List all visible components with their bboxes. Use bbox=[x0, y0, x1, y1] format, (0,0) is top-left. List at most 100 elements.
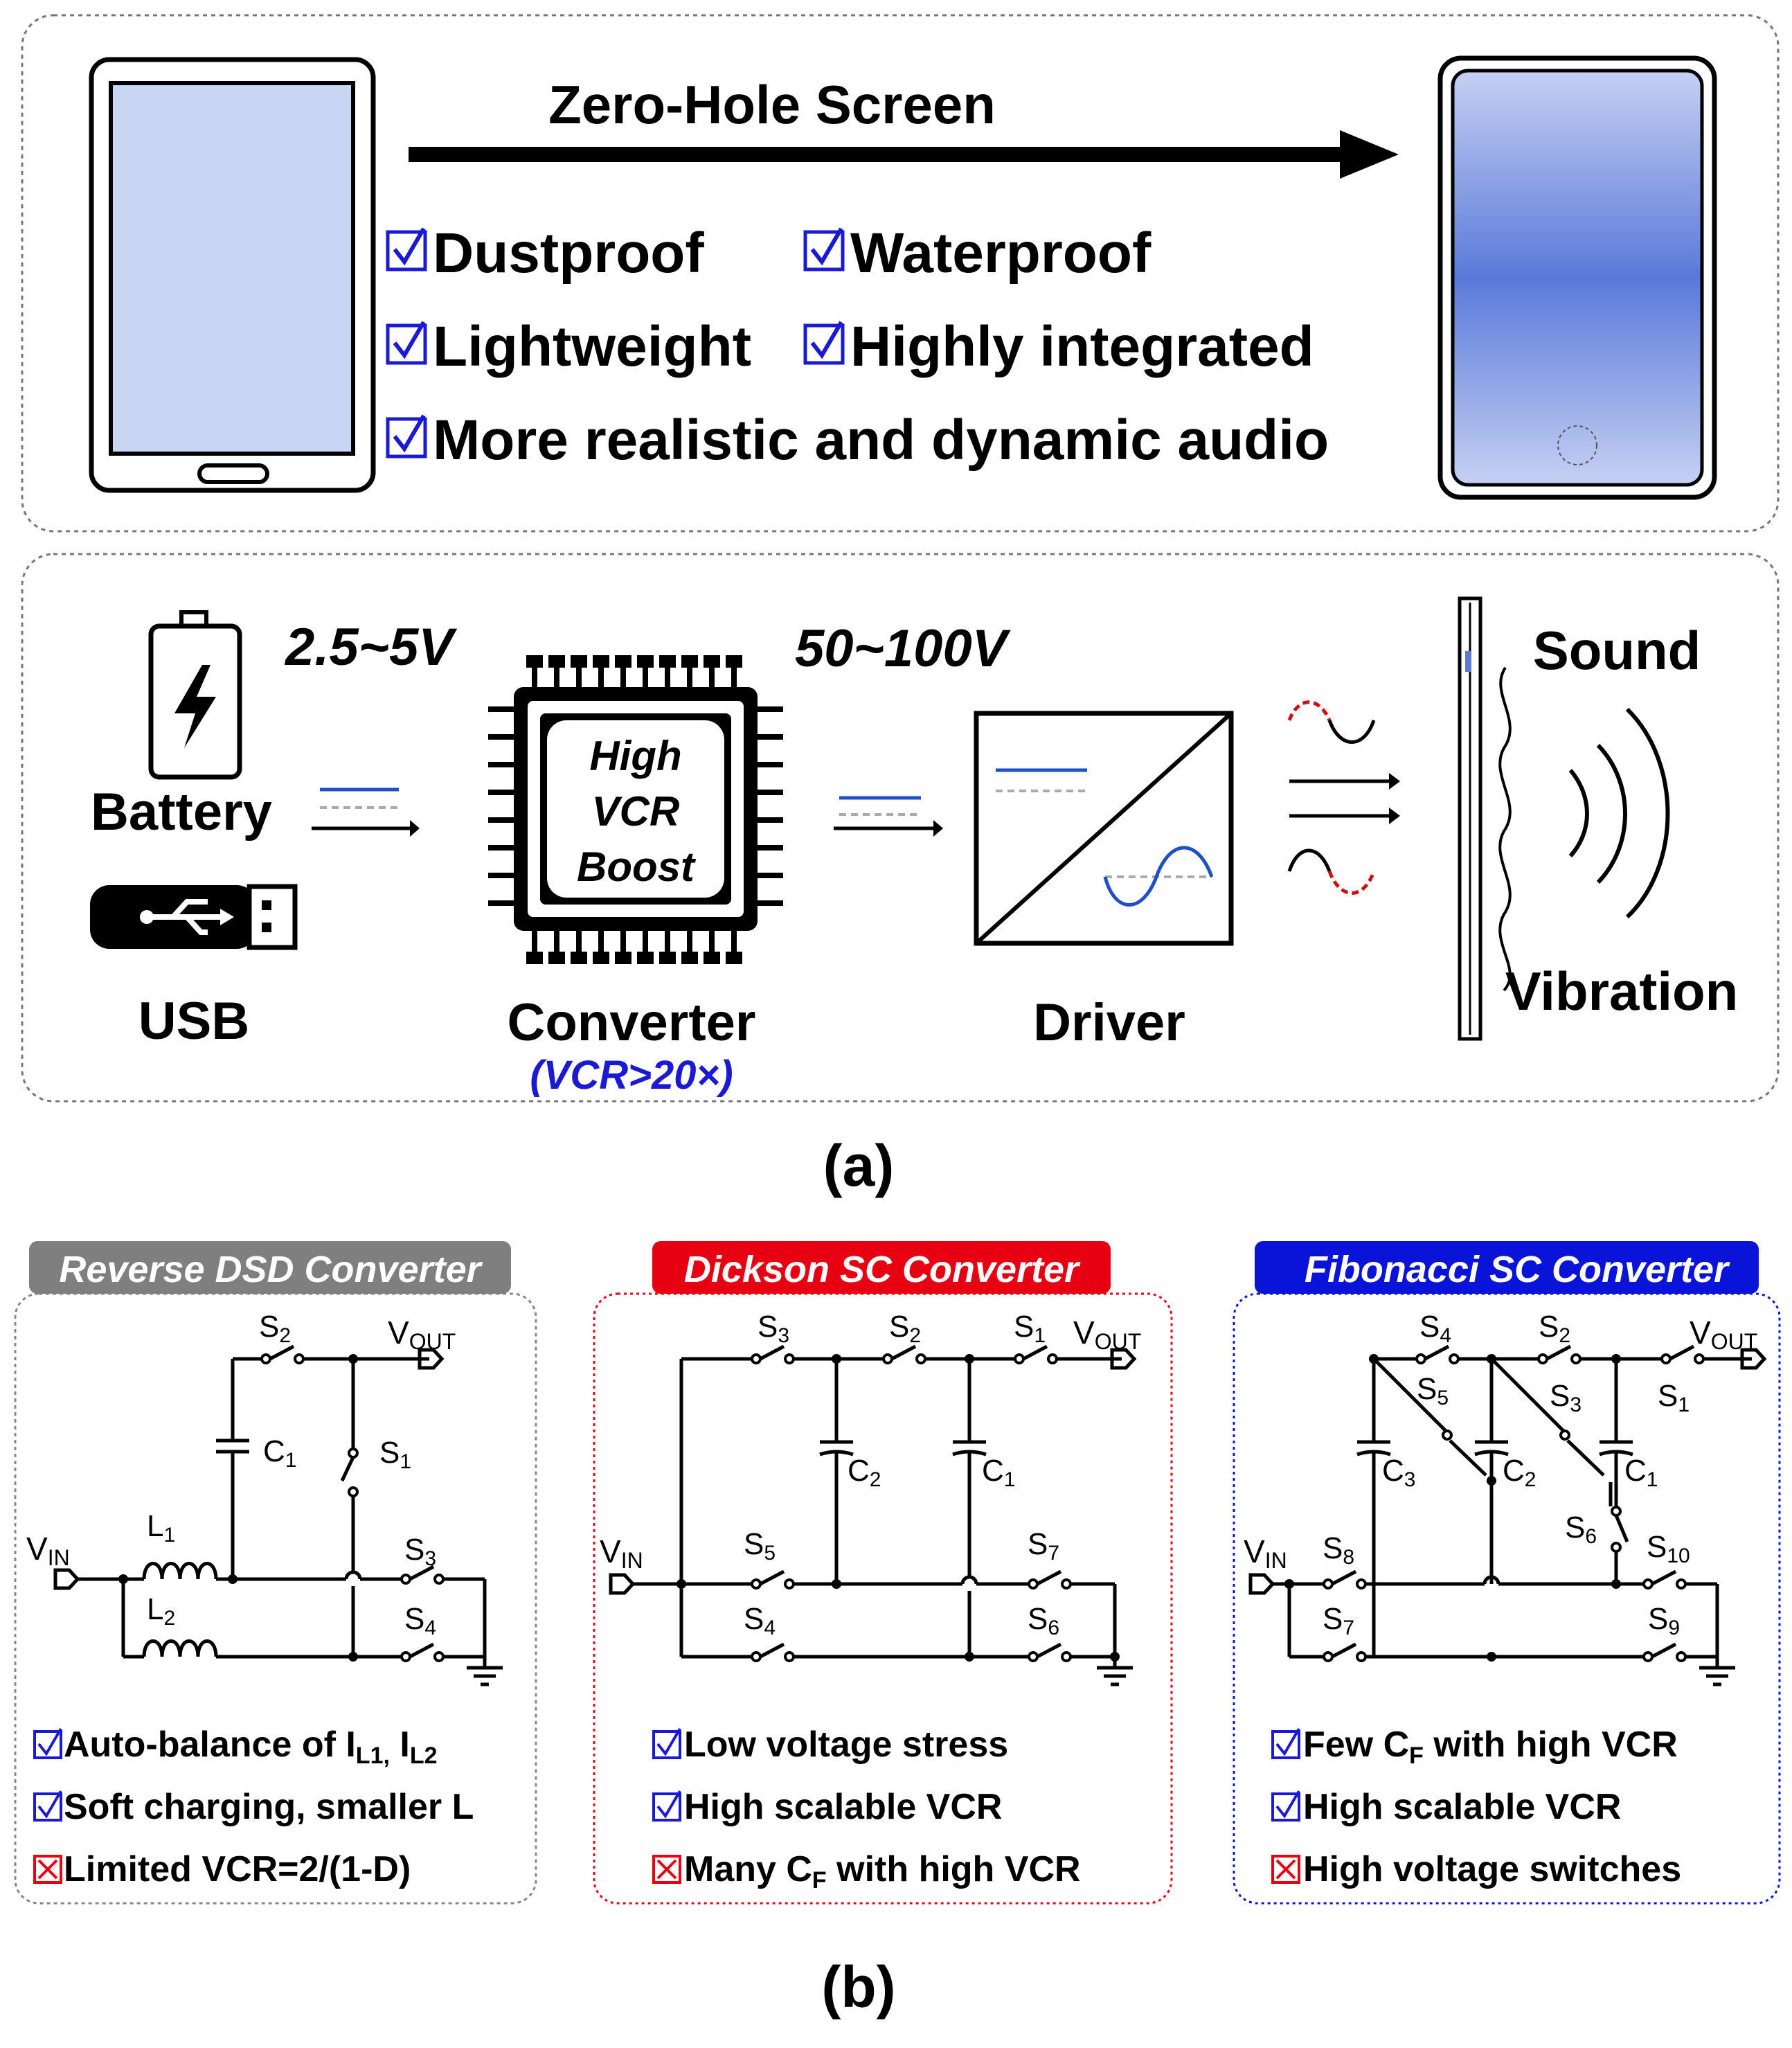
vin-label: VIN bbox=[600, 1533, 643, 1573]
vibration-label: Vibration bbox=[1505, 961, 1739, 1022]
component-label: C1 bbox=[1624, 1454, 1658, 1491]
component-label: S3 bbox=[758, 1310, 789, 1347]
vout-label: VOUT bbox=[388, 1315, 456, 1354]
fibonacci-panel: Fibonacci SC Converter bbox=[1233, 1241, 1781, 1905]
usb-icon bbox=[90, 884, 298, 950]
chip-line: Boost bbox=[577, 844, 697, 890]
benefit-text: Dustproof bbox=[433, 222, 704, 285]
converter-title: Fibonacci SC Converter bbox=[1305, 1249, 1730, 1290]
benefit-lightweight: Lightweight bbox=[386, 315, 751, 378]
benefit-highly-integrated: Highly integrated bbox=[803, 315, 1314, 378]
svg-text:High voltage switches: High voltage switches bbox=[1303, 1849, 1681, 1889]
svg-text:Few CF with high VCR: Few CF with high VCR bbox=[1303, 1725, 1678, 1769]
component-label: S9 bbox=[1648, 1602, 1680, 1639]
benefit-text: More realistic and dynamic audio bbox=[433, 409, 1329, 472]
feature-item: High scalable VCR bbox=[652, 1787, 1002, 1827]
component-label: S3 bbox=[404, 1533, 436, 1570]
dickson-panel: Dickson SC Converter bbox=[593, 1241, 1173, 1905]
driver-label: Driver bbox=[1033, 993, 1185, 1052]
component-label: S4 bbox=[404, 1602, 436, 1639]
title-badge bbox=[29, 1241, 511, 1294]
component-label: L2 bbox=[147, 1592, 175, 1630]
component-label: C2 bbox=[848, 1454, 881, 1491]
reverse-dsd-labels: VIN VOUT bbox=[26, 1315, 456, 1570]
component-label: L1 bbox=[147, 1509, 175, 1547]
zero-hole-panel: Zero-Hole Screen Dustproof Waterproof Li… bbox=[21, 14, 1780, 533]
sound-label: Sound bbox=[1533, 620, 1701, 681]
chip-line: VCR bbox=[592, 788, 680, 835]
svg-text:Auto-balance of IL1, IL2: Auto-balance of IL1, IL2 bbox=[64, 1725, 438, 1769]
dc-arrow-output bbox=[834, 796, 943, 837]
benefit-list: Dustproof Waterproof Lightweight Highly … bbox=[386, 222, 1329, 472]
feature-item: Few CF with high VCR bbox=[1271, 1725, 1678, 1769]
svg-text:Soft charging, smaller L: Soft charging, smaller L bbox=[64, 1787, 474, 1827]
component-label: S1 bbox=[1014, 1310, 1046, 1347]
component-label: S5 bbox=[744, 1527, 776, 1565]
benefit-audio: More realistic and dynamic audio bbox=[386, 409, 1329, 472]
benefit-text: Waterproof bbox=[850, 222, 1152, 285]
component-label: S2 bbox=[889, 1310, 921, 1347]
battery-label: Battery bbox=[91, 783, 272, 842]
feature-item: Limited VCR=2/(1-D) bbox=[33, 1849, 411, 1889]
component-label: S1 bbox=[379, 1436, 411, 1473]
dickson-schematic bbox=[609, 1344, 1137, 1686]
vin-label: VIN bbox=[1244, 1533, 1287, 1573]
zero-hole-phone-icon bbox=[1437, 55, 1717, 500]
dickson-nodes bbox=[677, 1353, 1120, 1662]
converter-title: Dickson SC Converter bbox=[684, 1249, 1081, 1290]
component-label: S3 bbox=[1550, 1379, 1582, 1416]
reverse-dsd-schematic bbox=[53, 1344, 503, 1686]
svg-text:Limited VCR=2/(1-D): Limited VCR=2/(1-D) bbox=[64, 1849, 411, 1889]
reverse-dsd-panel: Reverse DSD Converter bbox=[14, 1241, 537, 1905]
output-voltage: 50~100V bbox=[795, 619, 1011, 678]
battery-icon bbox=[148, 610, 242, 780]
feature-item: Soft charging, smaller L bbox=[33, 1787, 474, 1827]
feature-item: High scalable VCR bbox=[1271, 1787, 1621, 1827]
feature-item: Auto-balance of IL1, IL2 bbox=[33, 1725, 438, 1769]
ac-output-arrows bbox=[1287, 700, 1400, 895]
component-label: S1 bbox=[1658, 1379, 1690, 1416]
component-label: S4 bbox=[1419, 1310, 1451, 1347]
dickson-features: Low voltage stress High scalable VCR Man… bbox=[652, 1725, 1081, 1894]
title-badge bbox=[652, 1241, 1111, 1294]
benefit-waterproof: Waterproof bbox=[803, 222, 1152, 285]
component-label: S7 bbox=[1323, 1602, 1354, 1639]
input-voltage: 2.5~5V bbox=[284, 618, 457, 677]
power-chain-panel: Battery USB 2.5~5V High bbox=[21, 553, 1780, 1103]
component-label: S6 bbox=[1565, 1511, 1597, 1548]
phone-with-hole-icon bbox=[89, 57, 376, 493]
usb-label: USB bbox=[138, 992, 249, 1051]
dc-arrow-input bbox=[312, 787, 420, 837]
converter-note: (VCR>20×) bbox=[530, 1053, 733, 1098]
converter-label: Converter bbox=[508, 993, 756, 1052]
vout-label: VOUT bbox=[1073, 1315, 1141, 1354]
component-label: S7 bbox=[1028, 1527, 1059, 1565]
component-label: C2 bbox=[1503, 1454, 1536, 1491]
component-label: S2 bbox=[1539, 1310, 1570, 1347]
zero-hole-label: Zero-Hole Screen bbox=[548, 74, 996, 135]
svg-text:High scalable VCR: High scalable VCR bbox=[684, 1787, 1002, 1827]
component-label: C1 bbox=[982, 1454, 1015, 1491]
caption-b: (b) bbox=[821, 1954, 895, 2020]
svg-text:Many CF with high VCR: Many CF with high VCR bbox=[684, 1849, 1081, 1894]
feature-item: Many CF with high VCR bbox=[652, 1849, 1081, 1894]
svg-text:Low voltage stress: Low voltage stress bbox=[684, 1725, 1008, 1765]
fibonacci-features: Few CF with high VCR High scalable VCR H… bbox=[1271, 1725, 1681, 1889]
title-badge bbox=[1255, 1241, 1759, 1294]
svg-text:High scalable VCR: High scalable VCR bbox=[1303, 1787, 1621, 1827]
component-label: S2 bbox=[259, 1310, 291, 1347]
fibonacci-nodes bbox=[1284, 1353, 1705, 1662]
benefit-text: Lightweight bbox=[433, 315, 751, 378]
feature-item: Low voltage stress bbox=[652, 1725, 1008, 1765]
component-label: C3 bbox=[1382, 1454, 1415, 1491]
sound-waves-icon bbox=[1568, 707, 1670, 919]
feature-item: High voltage switches bbox=[1271, 1849, 1681, 1889]
converter-title: Reverse DSD Converter bbox=[59, 1249, 483, 1290]
benefit-dustproof: Dustproof bbox=[386, 222, 704, 285]
screen-edge-icon bbox=[1458, 596, 1512, 1041]
component-label: S6 bbox=[1028, 1602, 1059, 1639]
